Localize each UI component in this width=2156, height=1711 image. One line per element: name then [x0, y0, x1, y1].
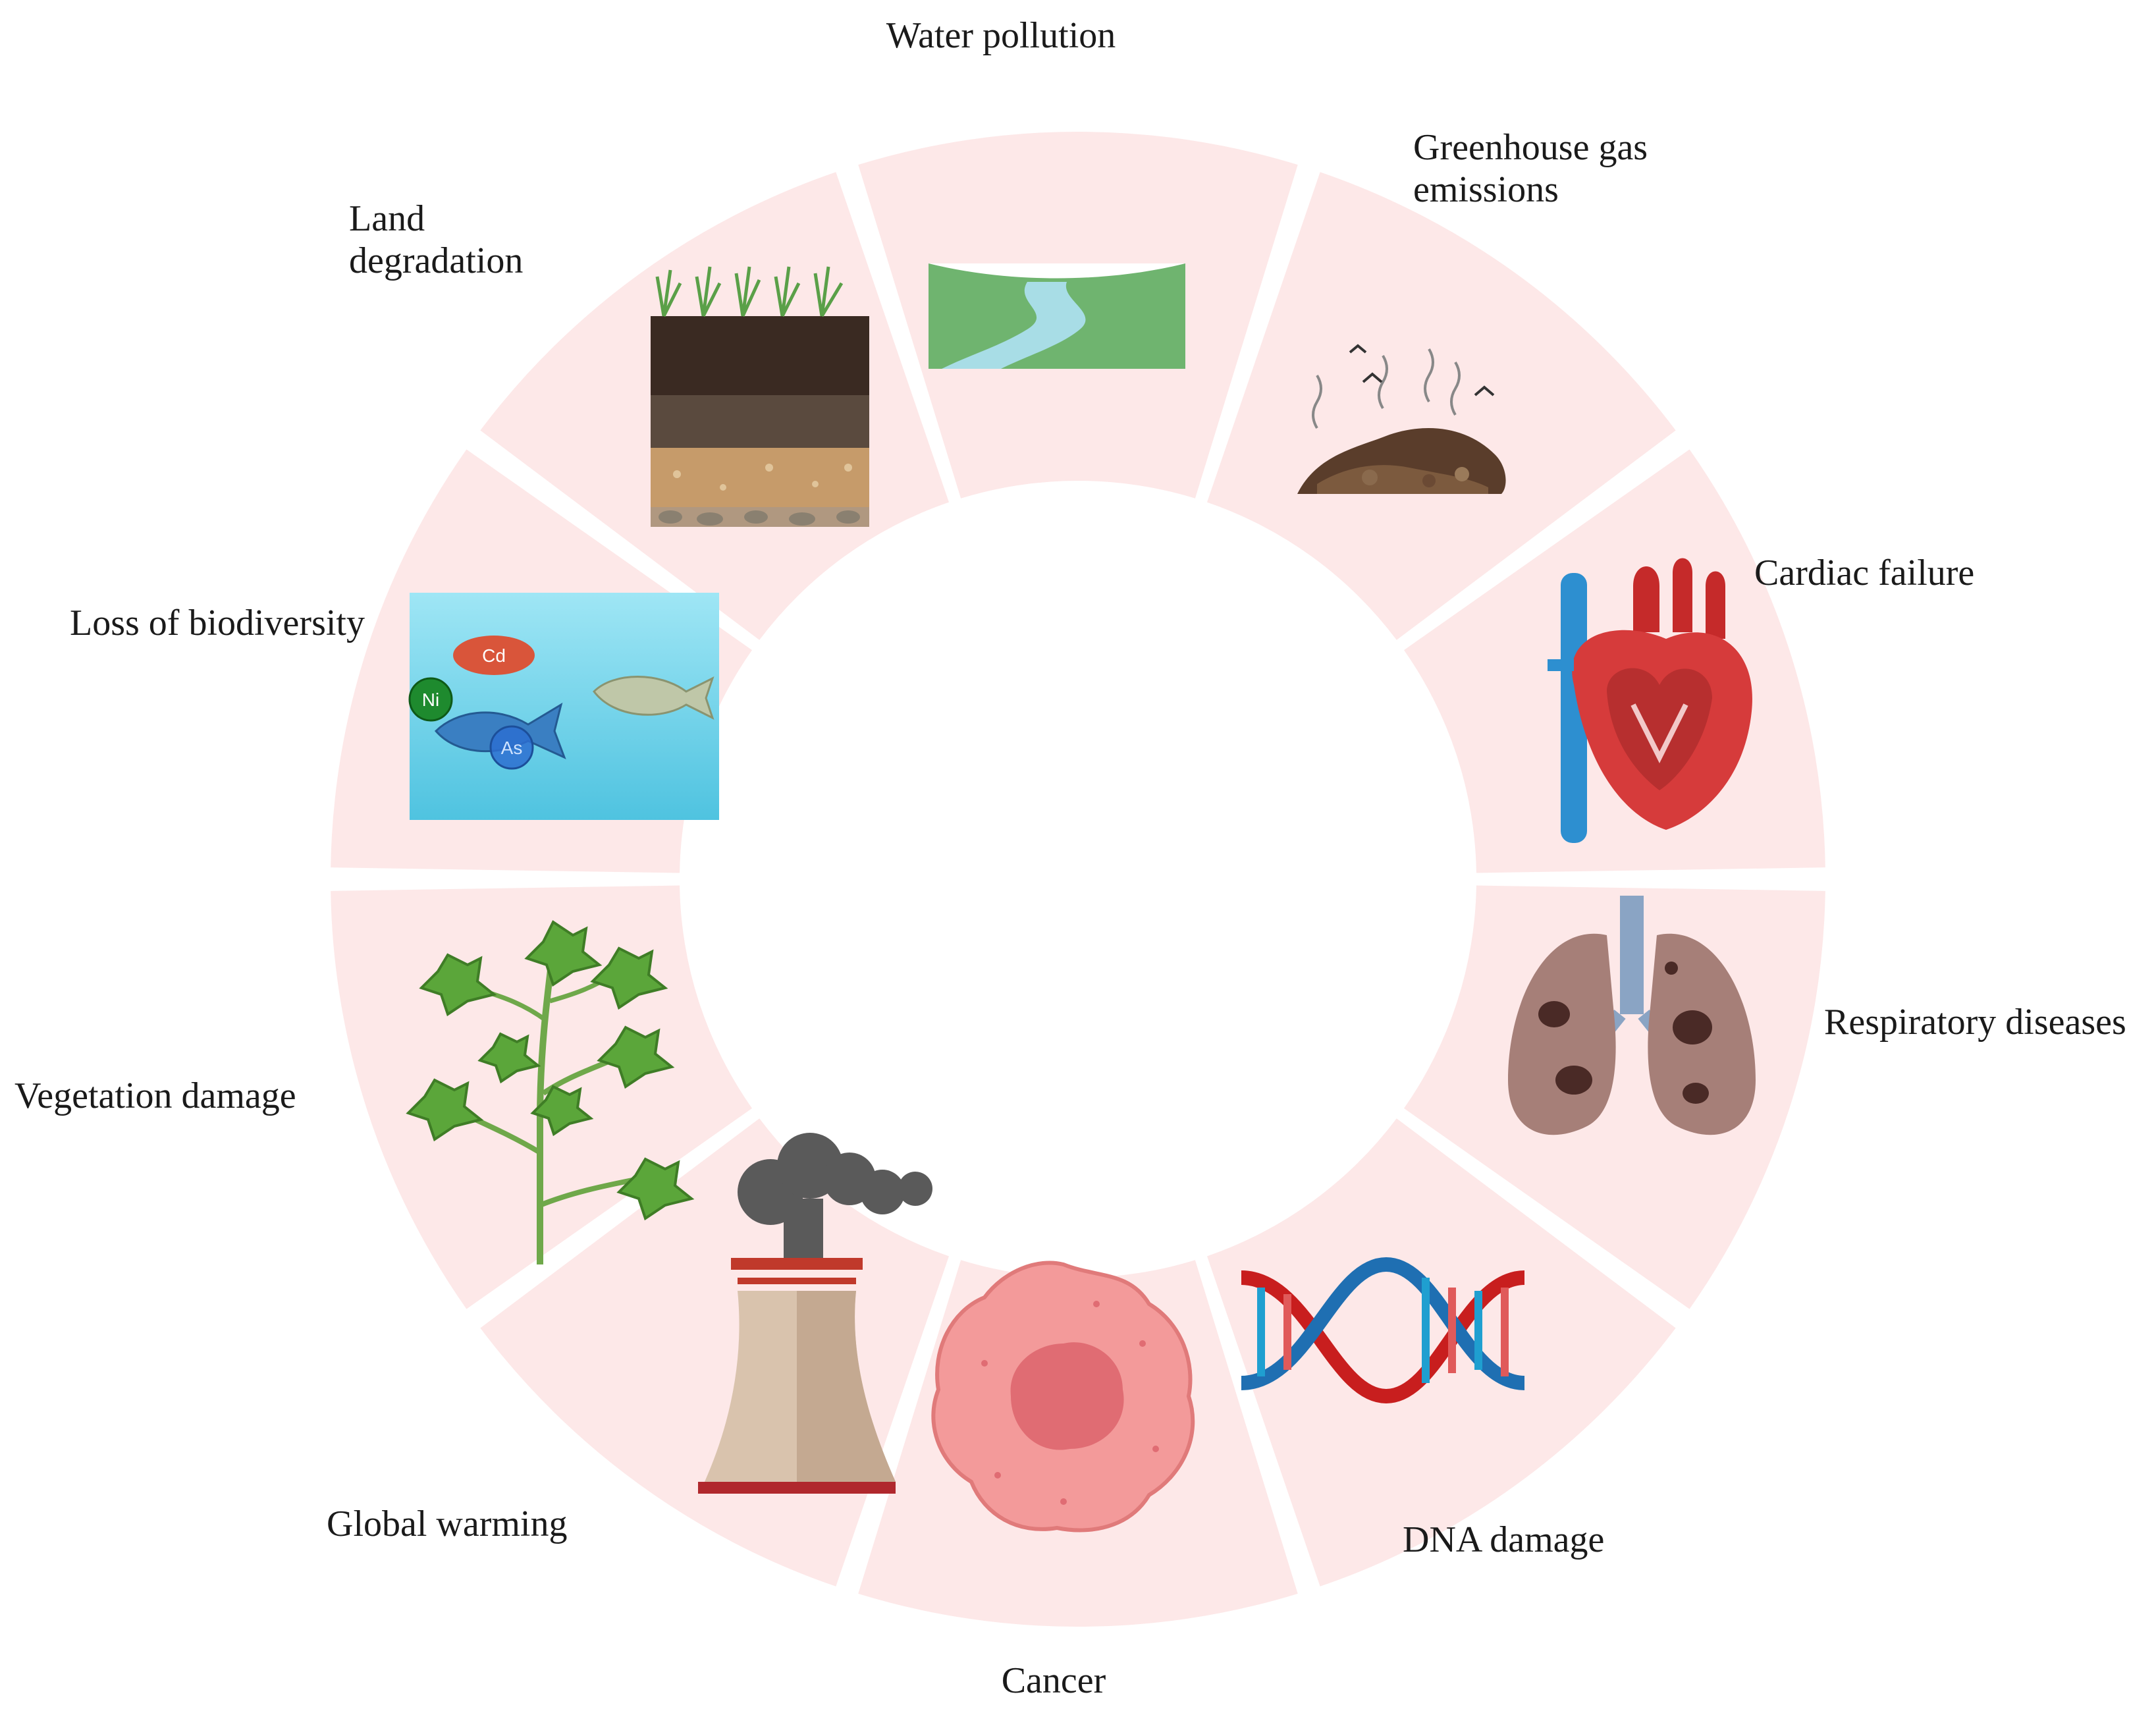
label-water-pollution: Water pollution: [869, 14, 1133, 57]
cd-badge-text: Cd: [482, 645, 506, 666]
label-loss-of-biodiversity: Loss of biodiversity: [70, 602, 365, 644]
ni-badge-text: Ni: [422, 690, 439, 710]
label-dna-line: DNA damage: [1403, 1519, 1605, 1560]
segment-ghg: [1206, 172, 1676, 640]
as-badge-text: As: [501, 738, 523, 758]
label-warming-line: Global warming: [327, 1504, 568, 1544]
label-cancer-line: Cancer: [1001, 1660, 1106, 1701]
label-resp-line: Respiratory diseases: [1824, 1002, 2126, 1043]
label-cancer: Cancer: [922, 1660, 1185, 1702]
label-global-warming: Global warming: [327, 1503, 567, 1545]
label-land-line-2: degradation: [349, 240, 524, 281]
lungs-icon: [1508, 896, 1756, 1135]
label-cardiac-failure: Cardiac failure: [1754, 552, 1974, 594]
label-land-degradation: Land degradation: [349, 198, 523, 282]
label-vegetation-damage: Vegetation damage: [14, 1075, 296, 1117]
landfill-emissions-icon: [1297, 344, 1506, 494]
heart-icon: [1548, 558, 1752, 843]
label-land-line-1: Land: [349, 198, 425, 239]
label-cardiac-line: Cardiac failure: [1754, 553, 1975, 593]
label-dna-damage: DNA damage: [1403, 1519, 1604, 1561]
dna-icon: [1241, 1257, 1525, 1404]
smokestack-icon: [698, 1133, 932, 1494]
river-landscape-icon: [929, 263, 1185, 369]
label-respiratory-diseases: Respiratory diseases: [1824, 1001, 2126, 1043]
label-bio-line: Loss of biodiversity: [70, 603, 365, 643]
polluted-water-fish-icon: Cd Ni As: [408, 593, 719, 820]
label-ghg-line-2: emissions: [1413, 169, 1559, 210]
label-greenhouse-gas-emissions: Greenhouse gas emissions: [1413, 126, 1648, 211]
label-ghg-line-1: Greenhouse gas: [1413, 127, 1648, 168]
label-veg-line: Vegetation damage: [14, 1075, 296, 1116]
label-water-pollution-line: Water pollution: [886, 15, 1116, 56]
soil-layers-icon: [651, 266, 869, 527]
cancer-cell-icon: [931, 1261, 1195, 1533]
plant-icon: [406, 920, 695, 1264]
